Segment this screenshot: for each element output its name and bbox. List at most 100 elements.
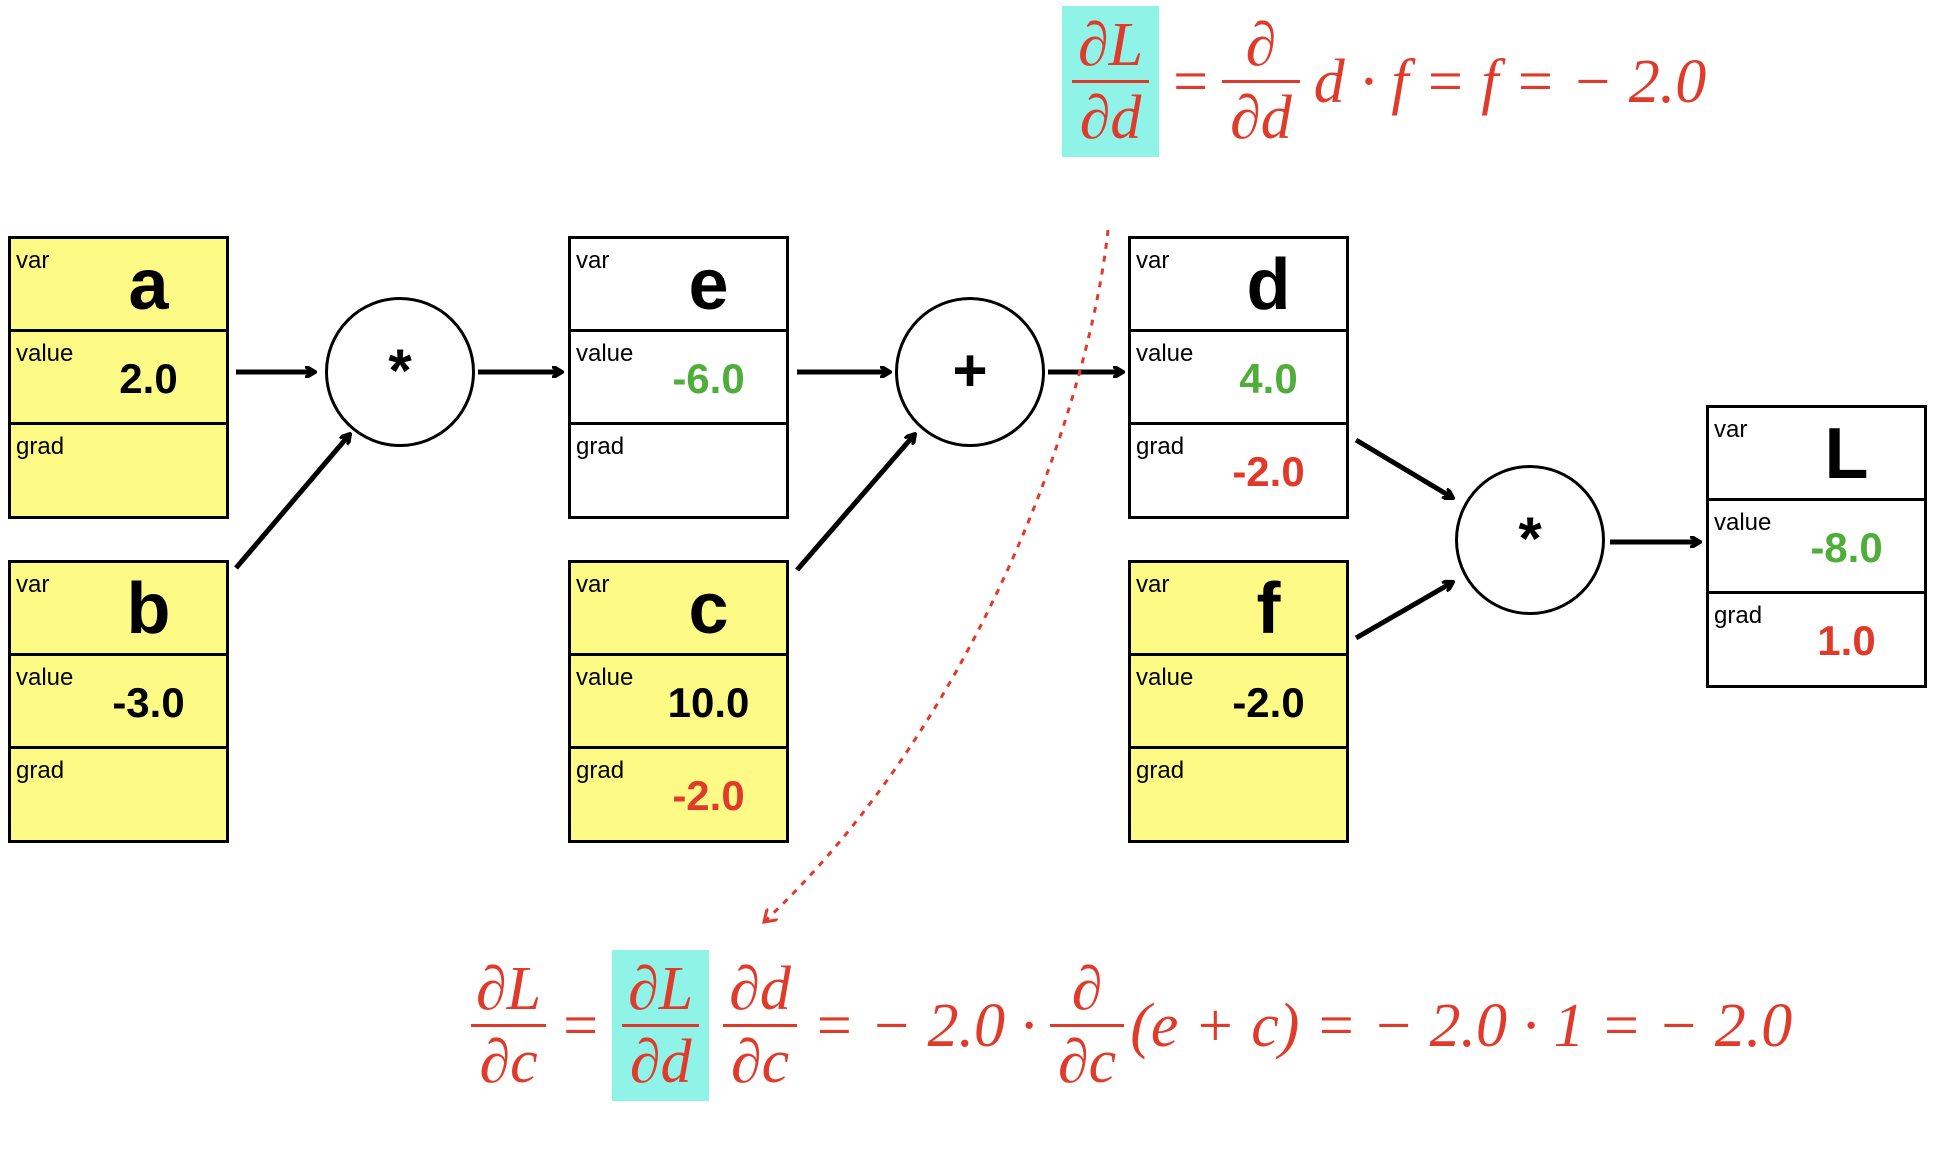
value-label: value [16, 340, 74, 367]
grad-row: grad -2.0 [571, 749, 786, 840]
grad-text: 1.0 [1817, 617, 1876, 664]
var-name: f [1256, 569, 1281, 649]
partial-operator-fraction: ∂ ∂c [1050, 954, 1125, 1097]
value-text: -6.0 [672, 355, 745, 402]
bottom-chain-rule-equation: ∂L ∂c = ∂L ∂d ∂d ∂c = − 2.0 · ∂ ∂c (e + … [462, 950, 1800, 1101]
value-text: 2.0 [119, 355, 178, 402]
var-name: a [128, 245, 169, 325]
var-label: var [16, 571, 50, 598]
node-b: var b value -3.0 grad [8, 560, 229, 843]
fraction-denominator: ∂c [471, 1024, 546, 1097]
highlighted-dL-dd-fraction: ∂L ∂d [1062, 6, 1160, 157]
fraction-denominator: ∂d [621, 1024, 700, 1097]
grad-label: grad [1714, 602, 1763, 629]
var-label: var [1136, 571, 1170, 598]
dotted-reference-arrow [764, 229, 1110, 922]
grad-row: grad [1131, 749, 1346, 840]
fraction-numerator: ∂L [1078, 11, 1144, 79]
grad-text: -2.0 [1232, 448, 1305, 495]
value-row: value 10.0 [571, 656, 786, 749]
var-label: var [576, 571, 610, 598]
value-row: value -6.0 [571, 332, 786, 425]
value-text: -8.0 [1810, 524, 1883, 571]
grad-label: grad [16, 433, 65, 460]
edge-b-mul [234, 434, 350, 570]
grad-row: grad [11, 425, 226, 516]
var-row: var e [571, 239, 786, 332]
var-label: var [576, 247, 610, 274]
var-row: var b [11, 563, 226, 656]
var-row: var c [571, 563, 786, 656]
var-row: var L [1709, 408, 1924, 501]
fraction-numerator: ∂ [1245, 11, 1277, 79]
equals-sign: = [563, 991, 599, 1060]
var-name: e [688, 245, 729, 325]
fraction-numerator: ∂ [1071, 955, 1103, 1023]
node-f: var f value -2.0 grad [1128, 560, 1349, 843]
add-op-node: + [895, 297, 1045, 447]
value-text: -2.0 [1232, 679, 1305, 726]
grad-label: grad [576, 757, 625, 784]
node-a: var a value 2.0 grad [8, 236, 229, 519]
grad-row: grad -2.0 [1131, 425, 1346, 516]
fraction-denominator: ∂d [1222, 80, 1300, 153]
value-label: value [576, 664, 634, 691]
var-name: L [1824, 414, 1869, 494]
value-row: value -3.0 [11, 656, 226, 749]
multiply-op-node-1: * [325, 297, 475, 447]
grad-row: grad [11, 749, 226, 840]
grad-text: -2.0 [672, 772, 745, 819]
grad-label: grad [16, 757, 65, 784]
var-name: b [126, 569, 171, 649]
value-label: value [576, 340, 634, 367]
value-text: 10.0 [667, 679, 750, 726]
fraction-denominator: ∂d [1071, 80, 1150, 153]
equation-tail: d · f = f = − 2.0 [1313, 47, 1707, 116]
value-row: value -2.0 [1131, 656, 1346, 749]
value-label: value [1714, 509, 1772, 536]
value-row: value 2.0 [11, 332, 226, 425]
equation-middle: = − 2.0 · [812, 991, 1037, 1060]
var-row: var f [1131, 563, 1346, 656]
grad-row: grad [571, 425, 786, 516]
node-c: var c value 10.0 grad -2.0 [568, 560, 789, 843]
var-label: var [1714, 416, 1748, 443]
value-text: 4.0 [1239, 355, 1298, 402]
top-derivative-equation: ∂L ∂d = ∂ ∂d d · f = f = − 2.0 [1056, 6, 1714, 157]
grad-label: grad [576, 433, 625, 460]
value-text: -3.0 [112, 679, 185, 726]
value-label: value [16, 664, 74, 691]
equals-sign: = [1173, 47, 1209, 116]
dL-dc-fraction: ∂L ∂c [468, 954, 549, 1097]
equation-tail: (e + c) = − 2.0 · 1 = − 2.0 [1130, 991, 1793, 1060]
var-name: d [1246, 245, 1291, 325]
node-e: var e value -6.0 grad [568, 236, 789, 519]
edge-f-mul [1354, 582, 1453, 641]
edge-c-add [795, 434, 915, 572]
fraction-numerator: ∂L [628, 955, 694, 1023]
edge-d-mul [1354, 437, 1453, 501]
partial-operator-fraction: ∂ ∂d [1222, 10, 1300, 153]
multiply-op-node-2: * [1455, 465, 1605, 615]
dd-dc-fraction: ∂d ∂c [721, 954, 799, 1097]
node-L: var L value -8.0 grad 1.0 [1706, 405, 1927, 688]
fraction-numerator: ∂L [476, 955, 542, 1023]
value-label: value [1136, 664, 1194, 691]
var-name: c [688, 569, 729, 649]
value-label: value [1136, 340, 1194, 367]
grad-row: grad 1.0 [1709, 594, 1924, 685]
var-label: var [16, 247, 50, 274]
value-row: value 4.0 [1131, 332, 1346, 425]
value-row: value -8.0 [1709, 501, 1924, 594]
var-row: var a [11, 239, 226, 332]
var-label: var [1136, 247, 1170, 274]
grad-label: grad [1136, 433, 1185, 460]
fraction-denominator: ∂c [722, 1024, 798, 1097]
grad-label: grad [1136, 757, 1185, 784]
var-row: var d [1131, 239, 1346, 332]
fraction-denominator: ∂c [1050, 1024, 1125, 1097]
highlighted-dL-dd-fraction: ∂L ∂d [612, 950, 710, 1101]
fraction-numerator: ∂d [729, 955, 791, 1023]
